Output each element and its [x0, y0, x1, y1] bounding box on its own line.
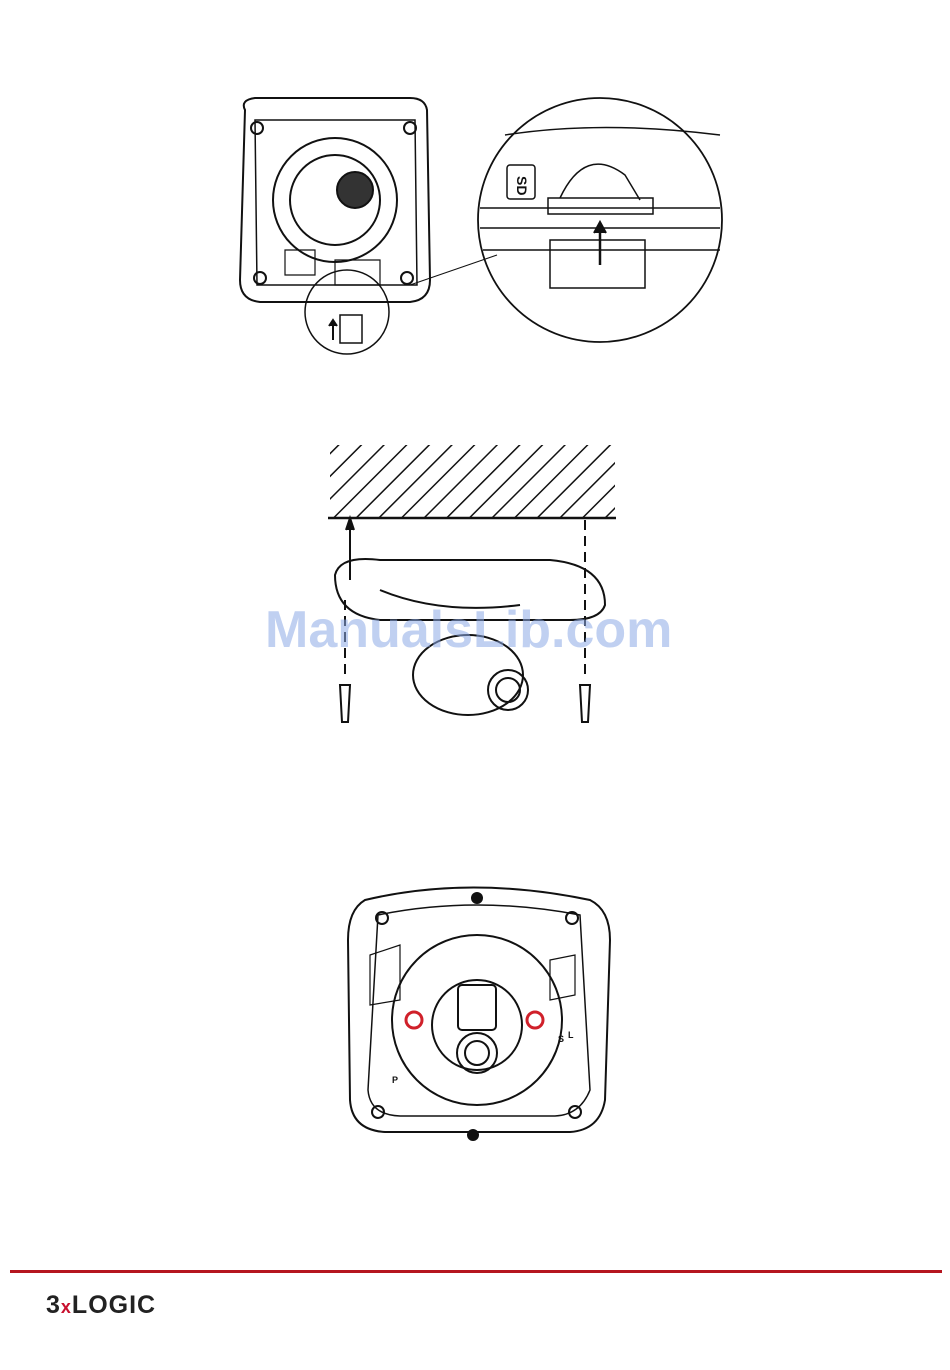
footer-rule	[10, 1270, 942, 1273]
ceiling-hatch	[330, 445, 615, 517]
screw-hole-right	[527, 1012, 543, 1028]
screw-hole-left	[406, 1012, 422, 1028]
manualslib-watermark: ManualsLib.com	[265, 600, 700, 660]
3xlogic-logo: 3xLOGIC	[46, 1291, 156, 1320]
letter-p: P	[392, 1075, 398, 1085]
ceiling-mount-figure	[320, 440, 620, 740]
sd-card-insertion-figure: SD	[215, 90, 725, 355]
letter-s: S	[558, 1034, 564, 1044]
mounting-base-figure: P S L	[340, 880, 615, 1150]
letter-l: L	[568, 1030, 574, 1040]
sd-slot-label: SD	[514, 176, 530, 195]
